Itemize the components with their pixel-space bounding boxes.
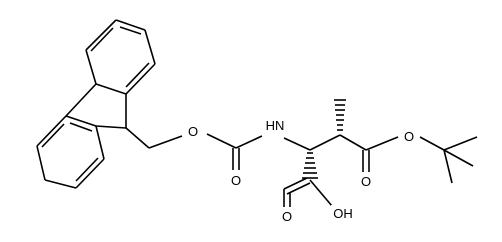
fmoc-linker xyxy=(125,127,263,170)
alpha-carbon-bonds xyxy=(283,134,341,207)
fluorene-lower-ring xyxy=(36,115,105,189)
carbamate-oxygen-label: O xyxy=(231,173,241,188)
acid-oh-label: OH xyxy=(333,206,353,221)
atom-labels: O HN O O O O OH xyxy=(186,117,416,224)
amide-nh-label: HN xyxy=(266,118,285,133)
ester-oxygen-label: O xyxy=(188,124,198,139)
fluorene-upper-ring xyxy=(85,19,156,95)
acid-carbonyl-oxygen-label: O xyxy=(282,209,292,224)
ester-carbonyl-oxygen-label: O xyxy=(361,174,371,189)
beta-carbon-bonds xyxy=(334,99,478,184)
fluorene-five-ring xyxy=(65,83,127,129)
beta-hashed-wedge xyxy=(334,99,346,131)
ester-oxygen-2-label: O xyxy=(404,129,414,144)
alpha-hashed-wedge xyxy=(302,152,318,179)
